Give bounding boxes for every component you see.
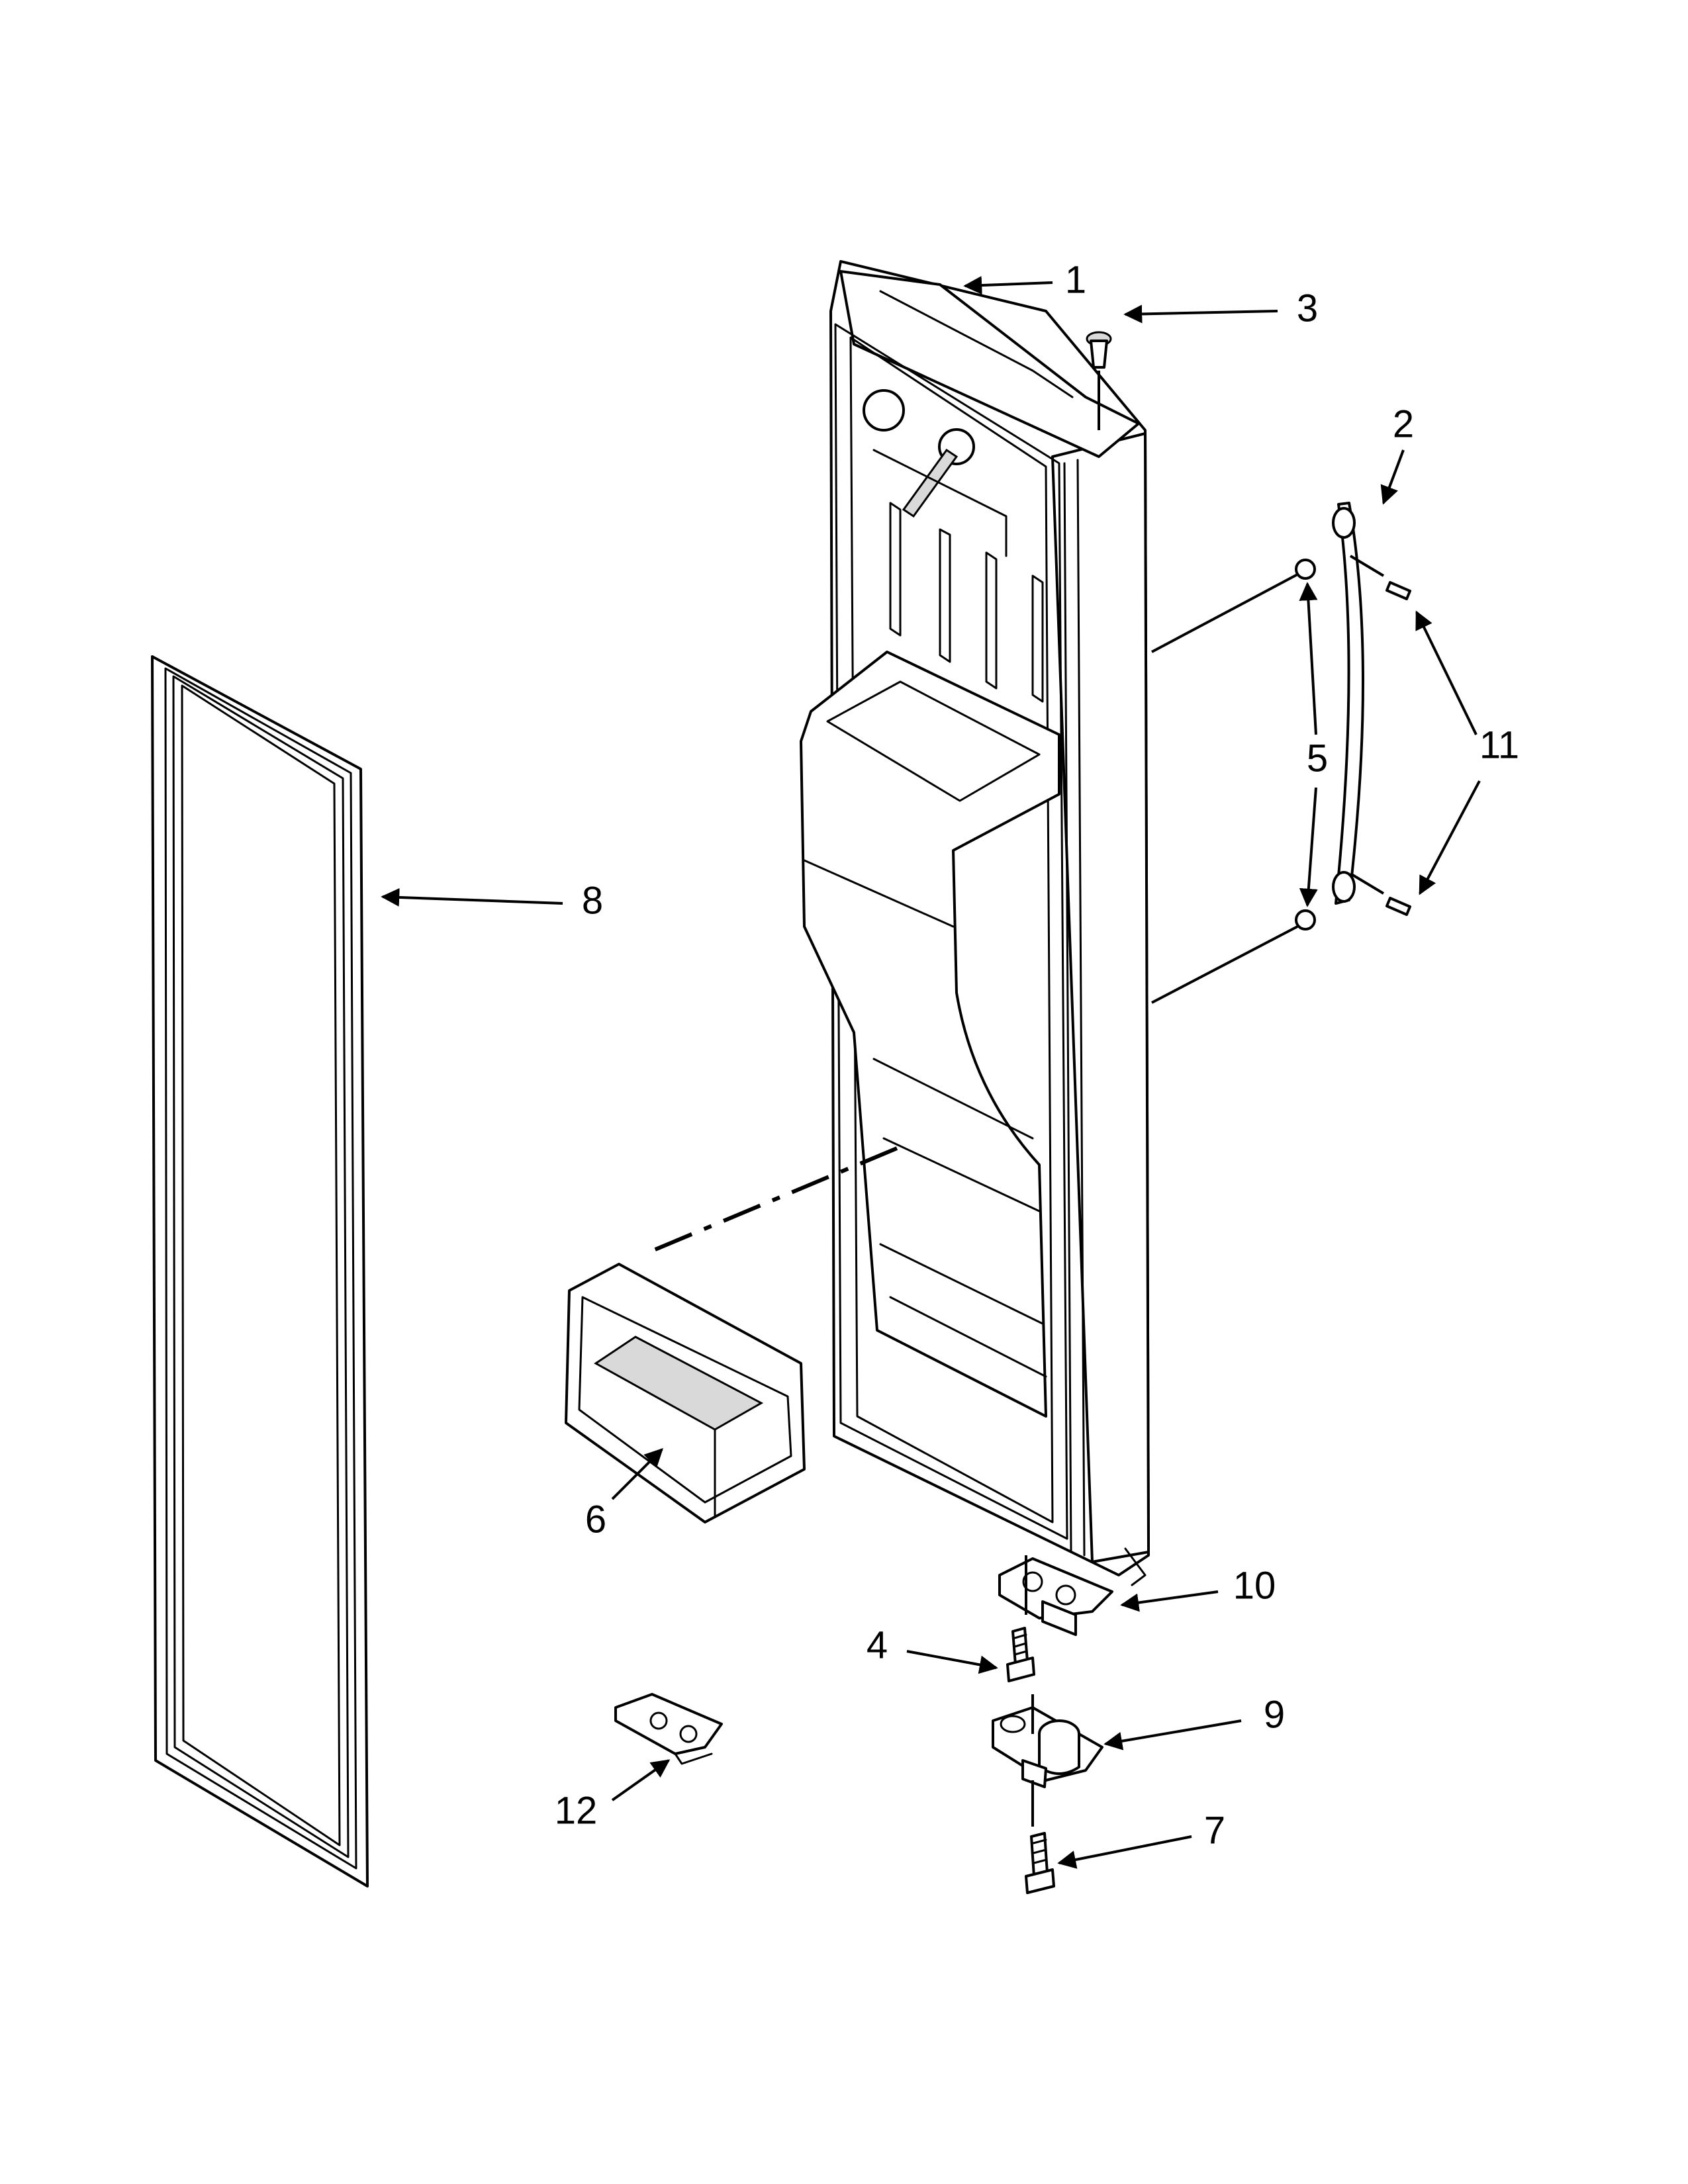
hinge-lower: [992, 1694, 1103, 1827]
hinge-bracket-upper: [998, 1555, 1113, 1636]
handle-spacers: [1151, 559, 1316, 1004]
leader-5b: [1299, 787, 1318, 907]
drip-tray: [565, 1146, 898, 1524]
callout-1: 1: [1065, 258, 1086, 301]
bracket-12: [614, 1693, 723, 1765]
callout-4: 4: [867, 1623, 888, 1666]
leader-6: [611, 1448, 663, 1500]
leader-5a: [1299, 582, 1318, 735]
leader-11b: [1419, 780, 1481, 895]
callout-12: 12: [555, 1789, 598, 1832]
leader-3: [1123, 304, 1278, 324]
handle-screws: [1349, 555, 1411, 916]
hinge-pin-top: [1086, 331, 1112, 430]
door-gasket: [151, 655, 369, 1888]
door-handle: [1332, 502, 1364, 905]
callout-2: 2: [1393, 402, 1414, 445]
leader-12: [611, 1759, 671, 1801]
leader-7: [1057, 1835, 1192, 1869]
screw-4: [1006, 1627, 1035, 1682]
callout-8: 8: [582, 879, 603, 922]
callout-6: 6: [585, 1498, 606, 1541]
leader-11a: [1415, 610, 1477, 735]
leader-2: [1380, 449, 1405, 505]
leader-8: [381, 887, 563, 907]
leader-1: [963, 276, 1053, 295]
screw-7: [1025, 1832, 1055, 1894]
leader-10: [1120, 1590, 1219, 1612]
callout-3: 3: [1297, 287, 1318, 330]
callout-7: 7: [1204, 1809, 1225, 1852]
callout-9: 9: [1264, 1693, 1285, 1736]
callout-11: 11: [1479, 723, 1519, 766]
freezer-door-assembly: [800, 260, 1150, 1586]
leader-arrows: [381, 276, 1481, 1869]
callout-5: 5: [1307, 737, 1328, 780]
leader-9: [1103, 1719, 1242, 1751]
callout-10: 10: [1233, 1564, 1276, 1607]
callout-labels: 1 2 3 4 5 6 7 8 9 10 11 12: [555, 258, 1519, 1852]
leader-4: [906, 1650, 998, 1674]
